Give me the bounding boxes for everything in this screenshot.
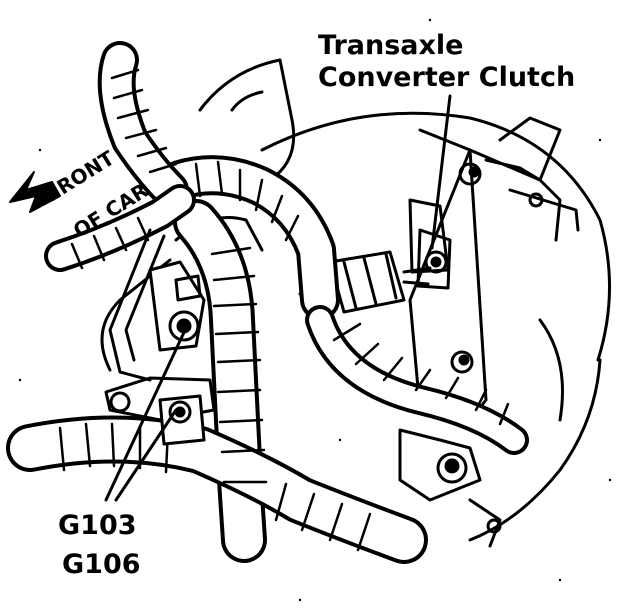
ground-bolt-assembly [108,228,206,446]
wiring-harness-loom [6,41,529,564]
ground-g103-label: G103 [58,510,137,541]
transaxle-housing [398,116,580,548]
front-of-car-arrow [9,171,61,213]
converter-clutch-label: Converter Clutch [318,62,576,93]
loom-wrap-ridges [58,68,510,552]
background-dots [18,18,612,602]
transaxle-label: Transaxle [318,30,464,61]
ground-g106-label: G106 [62,549,141,580]
leader-lines [104,94,452,502]
